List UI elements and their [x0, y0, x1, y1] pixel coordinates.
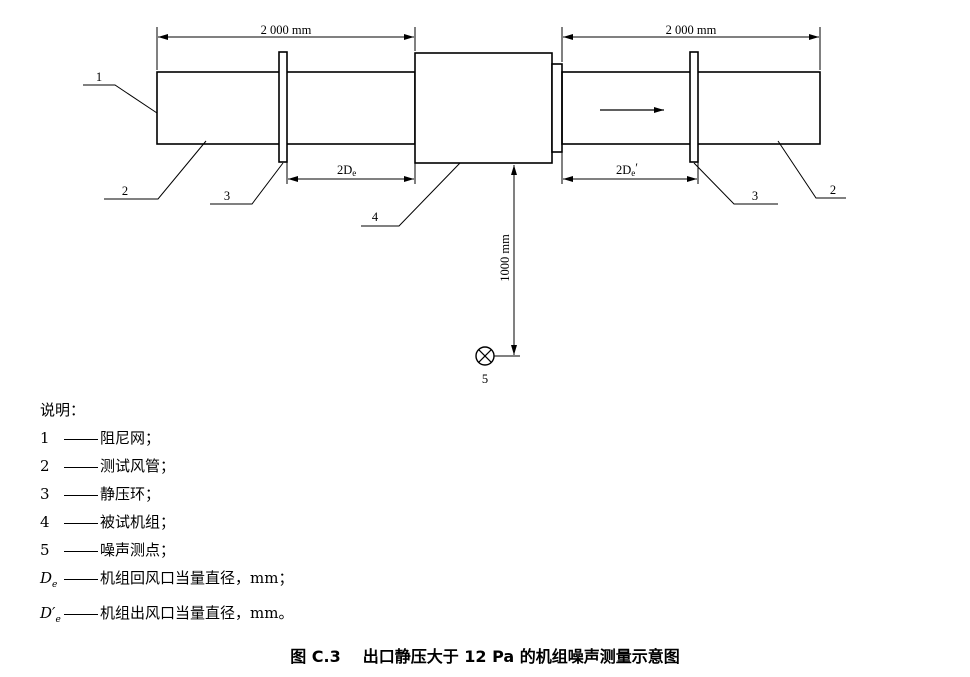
test-setup-diagram: 2 000 mm 2 000 mm 2De 2De′ 1000 mm 5 1 2… — [83, 23, 846, 386]
figure-number: 图 C.3 — [290, 647, 341, 666]
figure-caption: 图 C.3 出口静压大于 12 Pa 的机组噪声测量示意图 — [0, 643, 970, 667]
callout-3-left-label: 3 — [224, 189, 230, 203]
callout-4-leader — [361, 162, 461, 227]
microphone-symbol — [475, 346, 495, 366]
callout-3-right-leader — [693, 162, 778, 205]
mic-distance-label: 1000 mm — [498, 234, 512, 282]
callout-2-left-label: 2 — [122, 184, 128, 198]
left-length-label: 2 000 mm — [261, 23, 312, 37]
callout-2-right-label: 2 — [830, 183, 836, 197]
left-pressure-ring — [278, 51, 288, 163]
callout-3-left-leader — [210, 162, 284, 205]
callout-1-label: 1 — [96, 70, 102, 84]
outlet-connector — [551, 63, 563, 153]
callout-1-leader — [83, 84, 158, 114]
right-ring-label: 2De′ — [616, 161, 638, 178]
callout-3-right-label: 3 — [752, 189, 758, 203]
right-length-label: 2 000 mm — [666, 23, 717, 37]
callout-2-right-leader — [777, 140, 846, 199]
right-pressure-ring — [689, 51, 699, 163]
left-ring-label: 2De — [337, 163, 356, 178]
callout-5-label: 5 — [482, 372, 488, 386]
unit-under-test — [414, 52, 553, 164]
callout-2-left-leader — [104, 140, 207, 200]
legend-title: 说明： — [40, 401, 86, 419]
figure-title: 出口静压大于 12 Pa 的机组噪声测量示意图 — [362, 647, 680, 666]
callout-4-label: 4 — [372, 210, 379, 224]
